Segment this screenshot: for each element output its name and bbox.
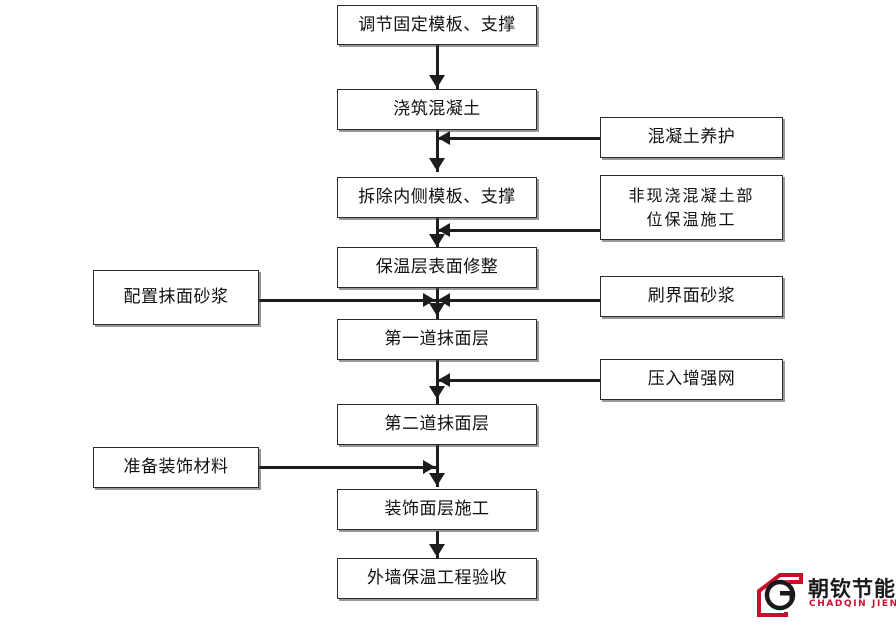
node-second-plaster-layer[interactable]: 第二道抹面层 [337,404,537,445]
house-g-logo-icon [757,573,803,617]
node-label: 非现浇混凝土部 位保温施工 [628,185,755,229]
node-label: 第一道抹面层 [384,329,490,350]
arrowhead-n1-n2 [429,75,445,88]
arrowhead-n7-n8 [429,544,445,557]
node-label: 第二道抹面层 [384,414,490,435]
edge-n3-n4 [436,218,439,248]
company-logo: 朝钦节能 CHADQIN JIENENG [756,570,896,620]
arrowhead-n2-n3 [429,158,445,171]
node-prepare-plaster-mortar[interactable]: 配置抹面砂浆 [93,270,259,325]
node-label: 拆除内侧模板、支撑 [358,187,516,208]
arrowhead-r1-main [438,131,450,145]
arrowhead-r2-main [438,223,450,237]
node-label: 准备装饰材料 [123,457,229,478]
logo-brand-cn: 朝钦节能 [808,577,896,601]
edge-l2-main [259,466,437,469]
node-first-plaster-layer[interactable]: 第一道抹面层 [337,319,537,360]
edge-r3-main [437,299,600,302]
node-label: 调节固定模板、支撑 [358,14,516,35]
arrowhead-n6-n7 [429,473,445,486]
edge-n2-n3 [436,130,439,172]
arrowhead-l1-main [423,293,435,307]
node-label: 配置抹面砂浆 [123,287,229,308]
edge-r1-main [437,137,600,140]
edge-r4-main [437,379,600,382]
logo-brand-en: CHADQIN JIENENG [809,599,896,609]
arrowhead-n3-n4 [429,234,445,247]
node-remove-inner-formwork[interactable]: 拆除内侧模板、支撑 [337,177,537,218]
arrowhead-r3-main [438,293,450,307]
edge-l1-main [259,299,437,302]
node-non-cast-in-place-insulation[interactable]: 非现浇混凝土部 位保温施工 [600,175,783,240]
node-label: 浇筑混凝土 [393,99,481,120]
node-wall-insulation-acceptance[interactable]: 外墙保温工程验收 [337,558,537,599]
node-interface-mortar-brush[interactable]: 刷界面砂浆 [600,276,783,317]
edge-r2-main [437,229,600,232]
arrowhead-n5-n6 [429,386,445,399]
node-prepare-decorative-materials[interactable]: 准备装饰材料 [93,447,259,488]
edge-n5-n6 [436,360,439,405]
arrowhead-l2-main [423,460,435,474]
edge-n1-n2 [436,45,439,90]
node-label: 装饰面层施工 [384,499,490,520]
edge-n6-n7 [436,445,439,487]
arrowhead-r4-main [438,373,450,387]
node-concrete-curing[interactable]: 混凝土养护 [600,117,783,158]
node-pour-concrete[interactable]: 浇筑混凝土 [337,89,537,130]
node-label: 外墙保温工程验收 [367,568,507,589]
node-decorative-layer-construction[interactable]: 装饰面层施工 [337,489,537,530]
node-label: 压入增强网 [647,369,736,390]
node-label: 刷界面砂浆 [647,286,736,307]
node-insulation-surface-trim[interactable]: 保温层表面修整 [337,247,537,288]
node-press-in-reinforcement-mesh[interactable]: 压入增强网 [600,359,783,400]
node-adjust-fix-formwork[interactable]: 调节固定模板、支撑 [337,5,537,45]
node-label: 混凝土养护 [647,127,736,148]
node-label: 保温层表面修整 [375,257,499,278]
